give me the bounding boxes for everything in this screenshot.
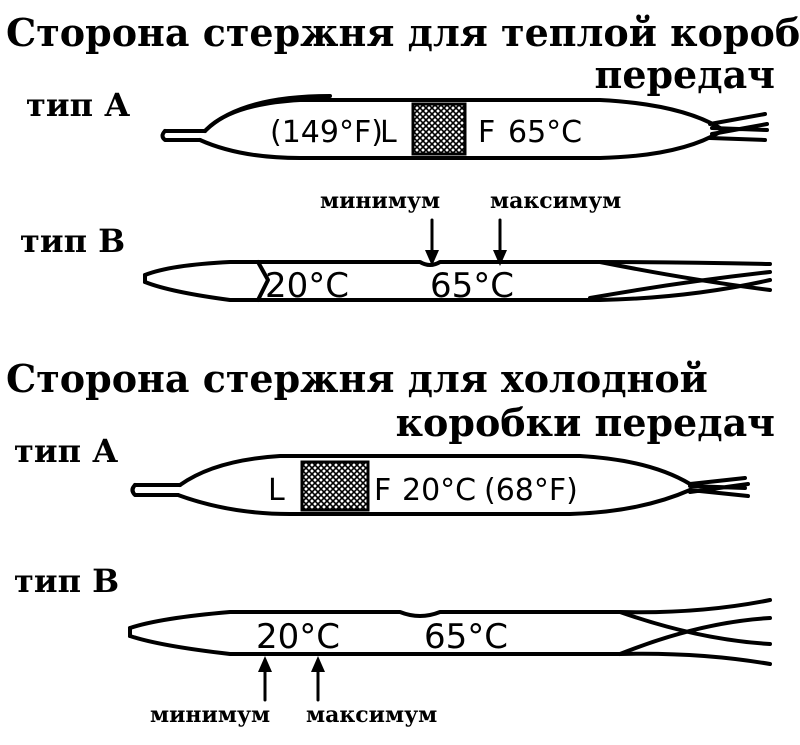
cold-type-b-maximum: максимум (306, 702, 437, 728)
cold-type-b-minimum: минимум (150, 702, 270, 728)
hot-type-b-arrows (425, 218, 507, 266)
cold-type-b-dipstick: 20°C 65°C (128, 598, 772, 666)
hot-type-a-right-text: 65°C (508, 115, 582, 150)
cold-type-b-label: тип В (14, 562, 119, 600)
hot-type-b-label: тип В (20, 222, 125, 260)
cold-type-a-temp-f: (68°F) (484, 473, 578, 508)
hot-type-a-left-text: (149°F) (270, 115, 383, 150)
hot-type-a-F: F (478, 115, 495, 150)
cold-side-title-line1: Сторона стержня для холодной (6, 356, 708, 401)
cold-type-b-right-temp: 65°C (424, 617, 508, 657)
cold-type-a-L: L (268, 473, 285, 508)
hot-type-a-label: тип А (26, 86, 130, 124)
hot-type-a-dipstick: (149°F) L F 65°C (160, 94, 769, 160)
hot-type-b-dipstick: 20°C 65°C (143, 260, 772, 306)
hot-type-b-left-temp: 20°C (265, 266, 349, 306)
hot-side-title-line1: Сторона стержня для теплой коробки (6, 10, 800, 55)
cold-type-b-arrows (258, 656, 325, 702)
hot-type-b-maximum: максимум (490, 188, 621, 214)
cold-type-a-temp: 20°C (402, 473, 476, 508)
cold-type-a-dipstick: L F 20°C (68°F) (130, 454, 750, 516)
hot-side-title-line2: передач (595, 52, 776, 97)
cold-type-a-hatch-band (300, 460, 370, 512)
hot-type-a-L: L (380, 115, 397, 150)
hot-type-b-right-temp: 65°C (430, 266, 514, 306)
cold-type-a-label: тип А (14, 432, 118, 470)
hot-type-b-minimum: минимум (320, 188, 440, 214)
cold-side-title-line2: коробки передач (396, 400, 775, 445)
cold-type-b-left-temp: 20°C (256, 617, 340, 657)
cold-type-a-F: F (374, 473, 391, 508)
hot-type-a-hatch-band (411, 102, 467, 156)
